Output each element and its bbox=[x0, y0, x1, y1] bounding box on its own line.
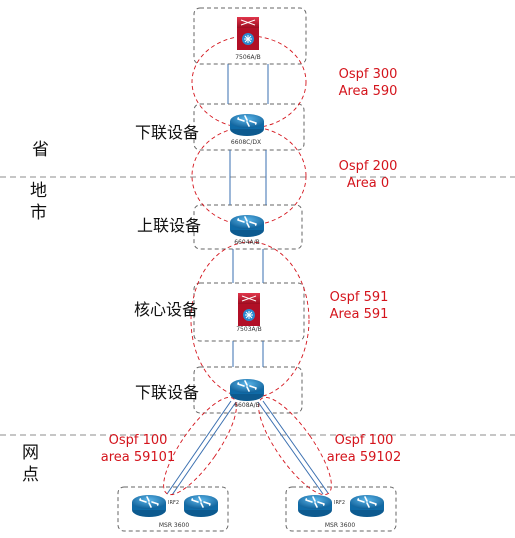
site-right-router-a-icon bbox=[297, 494, 333, 518]
city-agg-router-icon bbox=[229, 378, 265, 402]
ospf-300-process: Ospf 300 bbox=[338, 67, 398, 82]
province-agg-router-icon bbox=[229, 113, 265, 137]
level-province-label: 省 bbox=[32, 140, 49, 160]
irf-right-label: IRF2 bbox=[334, 500, 346, 506]
ospf-300-area: Area 590 bbox=[338, 84, 398, 99]
ospf-200-area: Area 0 bbox=[346, 176, 390, 191]
site-right-box bbox=[285, 486, 397, 532]
top-core-box bbox=[193, 7, 307, 65]
link-agg-site-right-1 bbox=[257, 401, 324, 495]
ospf-200-process: Ospf 200 bbox=[338, 159, 398, 174]
city-agg-device-label: 6608A/B bbox=[234, 402, 260, 409]
tier-city-up-label: 上联设备 bbox=[137, 216, 202, 235]
ospf-300-label: Ospf 300 Area 590 bbox=[326, 66, 410, 100]
city-core-box bbox=[193, 282, 305, 342]
ospf-area-59101-ellipse bbox=[163, 396, 237, 496]
ospf-area-0-ellipse bbox=[191, 126, 307, 226]
ospf-area-59102-ellipse bbox=[258, 396, 332, 496]
ospf-59102-process: Ospf 100 bbox=[334, 433, 394, 448]
level-site-label: 网点 bbox=[22, 443, 39, 485]
city-up-box bbox=[193, 204, 303, 250]
site-right-router-b-icon bbox=[349, 494, 385, 518]
city-up-router-icon bbox=[229, 214, 265, 238]
tier-city-down-label: 下联设备 bbox=[135, 383, 200, 402]
city-up-device-label: 6604A/B bbox=[234, 239, 260, 246]
ospf-591-area: Area 591 bbox=[329, 307, 389, 322]
ospf-200-label: Ospf 200 Area 0 bbox=[326, 158, 410, 192]
link-agg-site-left-2 bbox=[171, 401, 237, 496]
site-left-box bbox=[117, 486, 229, 532]
tier-core-label: 核心设备 bbox=[134, 300, 199, 319]
site-right-device-label: MSR 3600 bbox=[324, 522, 356, 529]
city-agg-box bbox=[193, 366, 303, 414]
site-left-router-a-icon bbox=[131, 494, 167, 518]
ospf-591-process: Ospf 591 bbox=[329, 290, 389, 305]
province-agg-device-label: 6608C/DX bbox=[230, 139, 262, 146]
ospf-59102-area: area 59102 bbox=[326, 450, 402, 465]
link-agg-site-right-2 bbox=[262, 400, 329, 494]
site-left-device-label: MSR 3600 bbox=[158, 522, 190, 529]
ospf-591-label: Ospf 591 Area 591 bbox=[317, 289, 401, 323]
irf-left-label: IRF2 bbox=[168, 500, 180, 506]
city-core-device-label: 7503A/B bbox=[236, 326, 262, 333]
city-core-switch-icon bbox=[237, 292, 261, 327]
link-agg-site-left-1 bbox=[166, 400, 232, 495]
ospf-59101-area: area 59101 bbox=[100, 450, 176, 465]
site-left-router-b-icon bbox=[183, 494, 219, 518]
ospf-59102-label: Ospf 100 area 59102 bbox=[322, 432, 406, 466]
province-agg-box bbox=[193, 103, 305, 151]
ospf-59101-process: Ospf 100 bbox=[108, 433, 168, 448]
level-city-label: 地市 bbox=[30, 181, 47, 223]
top-core-device-label: 7506A/B bbox=[235, 54, 261, 61]
tier-province-down-label: 下联设备 bbox=[135, 123, 200, 142]
ospf-59101-label: Ospf 100 area 59101 bbox=[96, 432, 180, 466]
top-core-switch-icon bbox=[236, 16, 260, 51]
